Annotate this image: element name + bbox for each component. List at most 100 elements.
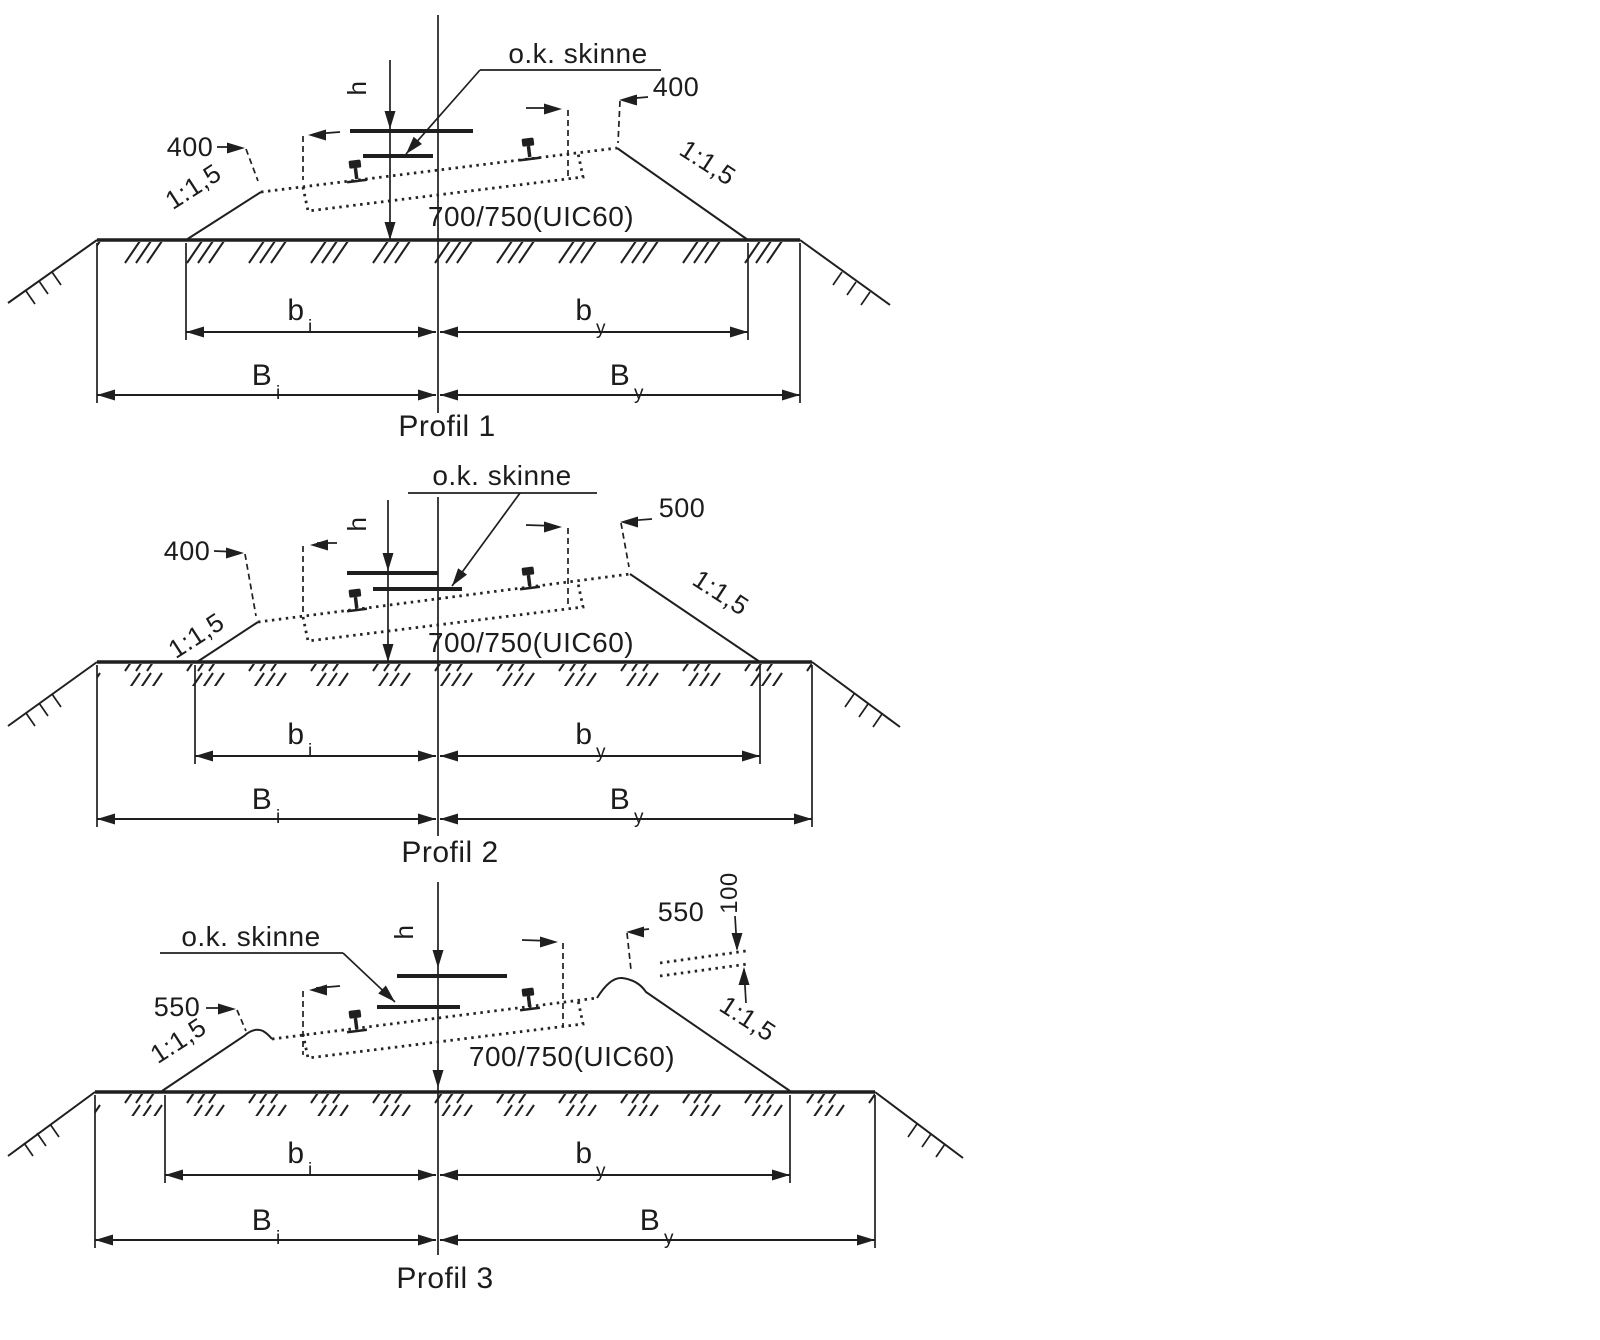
b-inner-sub: i (308, 317, 313, 338)
dim-arrow-icon (857, 1234, 875, 1246)
b-outer-label: b (575, 1137, 592, 1170)
B-outer-label: B (610, 359, 631, 392)
slope-hatch-left (25, 693, 62, 727)
left-bracket-arrow-icon (308, 129, 326, 141)
dim-arrow-icon (440, 1234, 458, 1246)
right-shoulder-leg (620, 522, 630, 568)
B-inner-sub: i (276, 1228, 281, 1249)
dim-arrow-icon (418, 389, 436, 401)
dim-arrow-icon (440, 326, 458, 338)
dim-arrow-icon (782, 389, 800, 401)
dim-arrow-icon (186, 326, 204, 338)
slope-ratio-left-label: 1:1,5 (163, 606, 230, 664)
ground-hatching (97, 242, 800, 264)
ballast-spec-label: 700/750(UIC60) (428, 627, 634, 658)
B-inner-label: B (252, 783, 273, 816)
right-shoulder-dim-label: 400 (653, 72, 700, 102)
ok-skinne-label: o.k. skinne (508, 38, 647, 69)
height-arrow-icon (382, 553, 394, 571)
height-label: h (389, 925, 419, 940)
profil-1: o.k. skinne h 400 400 1:1,5 1:1,5 700/75… (7, 15, 891, 443)
slope-hatch-left (23, 1123, 60, 1157)
slope-hatch-left (25, 271, 62, 305)
b-outer-label: b (575, 718, 592, 751)
right-shoulder-arrow-icon (619, 94, 637, 106)
right-shoulder-arrow-icon (620, 516, 638, 528)
dim-arrow-icon (440, 1169, 458, 1181)
profile-caption: Profil 3 (396, 1262, 493, 1295)
b-outer-sub: y (596, 1161, 606, 1182)
B-inner-label: B (252, 359, 273, 392)
slope-hatch-right (844, 693, 883, 728)
embankment-slope-right (629, 573, 761, 663)
slope-hatch-right (907, 1123, 946, 1158)
B-outer-sub: y (634, 383, 644, 404)
berm-arrow-icon (731, 933, 743, 951)
left-bracket-arrow-icon (310, 539, 328, 551)
dim-arrow-icon (440, 750, 458, 762)
height-arrow-icon (384, 222, 396, 240)
b-inner-sub: i (308, 741, 313, 762)
right-shoulder-leg (617, 100, 621, 144)
B-outer-label: B (610, 783, 631, 816)
left-shoulder-leg (245, 148, 259, 182)
left-shoulder-dim-label: 400 (164, 536, 211, 566)
b-inner-label: b (287, 1137, 304, 1170)
ground-hatching (95, 1094, 875, 1116)
slope-ratio-right-label: 1:1,5 (674, 133, 741, 191)
right-rail-icon (515, 135, 542, 162)
leader-arrow-icon (447, 568, 468, 590)
left-shoulder-leg (236, 1009, 247, 1032)
dim-arrow-icon (418, 813, 436, 825)
left-shoulder-arrow-icon (227, 142, 245, 154)
dim-arrow-icon (418, 1234, 436, 1246)
b-outer-sub: y (596, 742, 606, 763)
B-inner-sub: i (276, 807, 281, 828)
dim-arrow-icon (794, 813, 812, 825)
dim-arrow-icon (97, 813, 115, 825)
height-arrow-icon (432, 1070, 444, 1088)
b-outer-label: b (575, 294, 592, 327)
embankment-slope-right (596, 976, 791, 1092)
dim-arrow-icon (730, 326, 748, 338)
B-outer-label: B (640, 1204, 661, 1237)
b-outer-sub: y (596, 318, 606, 339)
ground-slope-left (7, 1091, 96, 1157)
ballast-layer-outline (301, 999, 585, 1060)
height-arrow-icon (382, 644, 394, 662)
profile-caption: Profil 1 (398, 410, 495, 443)
ok-skinne-leader (451, 492, 521, 587)
left-bracket-arrow-icon (309, 984, 327, 996)
height-arrow-icon (384, 111, 396, 129)
ground-slope-right (811, 661, 901, 728)
right-shoulder-leg (626, 932, 632, 971)
left-shoulder-dim-label: 400 (167, 132, 214, 162)
left-shoulder-arrow-icon (218, 1003, 236, 1015)
left-shoulder-leg (244, 553, 257, 617)
ballast-spec-label: 700/750(UIC60) (428, 201, 634, 232)
B-inner-sub: i (276, 383, 281, 404)
right-shoulder-dim-label: 500 (659, 493, 706, 523)
slope-ratio-right-label: 1:1,5 (714, 989, 781, 1047)
dim-arrow-icon (165, 1169, 183, 1181)
B-outer-sub: y (664, 1228, 674, 1249)
profil-3: o.k. skinne h 550 550 100 1:1,5 1:1,5 70… (7, 872, 964, 1295)
dim-arrow-icon (440, 813, 458, 825)
b-inner-sub: i (308, 1160, 313, 1181)
B-outer-sub: y (634, 807, 644, 828)
right-shoulder-dim-label: 550 (658, 897, 705, 927)
B-inner-label: B (252, 1204, 273, 1237)
dim-arrow-icon (772, 1169, 790, 1181)
embankment-slope-right (616, 147, 749, 241)
ground-slope-left (7, 239, 98, 304)
height-label: h (342, 81, 372, 96)
ok-skinne-label: o.k. skinne (181, 921, 320, 952)
ground-hatching (97, 664, 812, 686)
ballast-layer-outline (301, 582, 585, 643)
b-inner-label: b (287, 294, 304, 327)
height-arrow-icon (432, 950, 444, 968)
slope-ratio-left-label: 1:1,5 (160, 157, 227, 215)
slope-hatch-right (832, 271, 871, 306)
